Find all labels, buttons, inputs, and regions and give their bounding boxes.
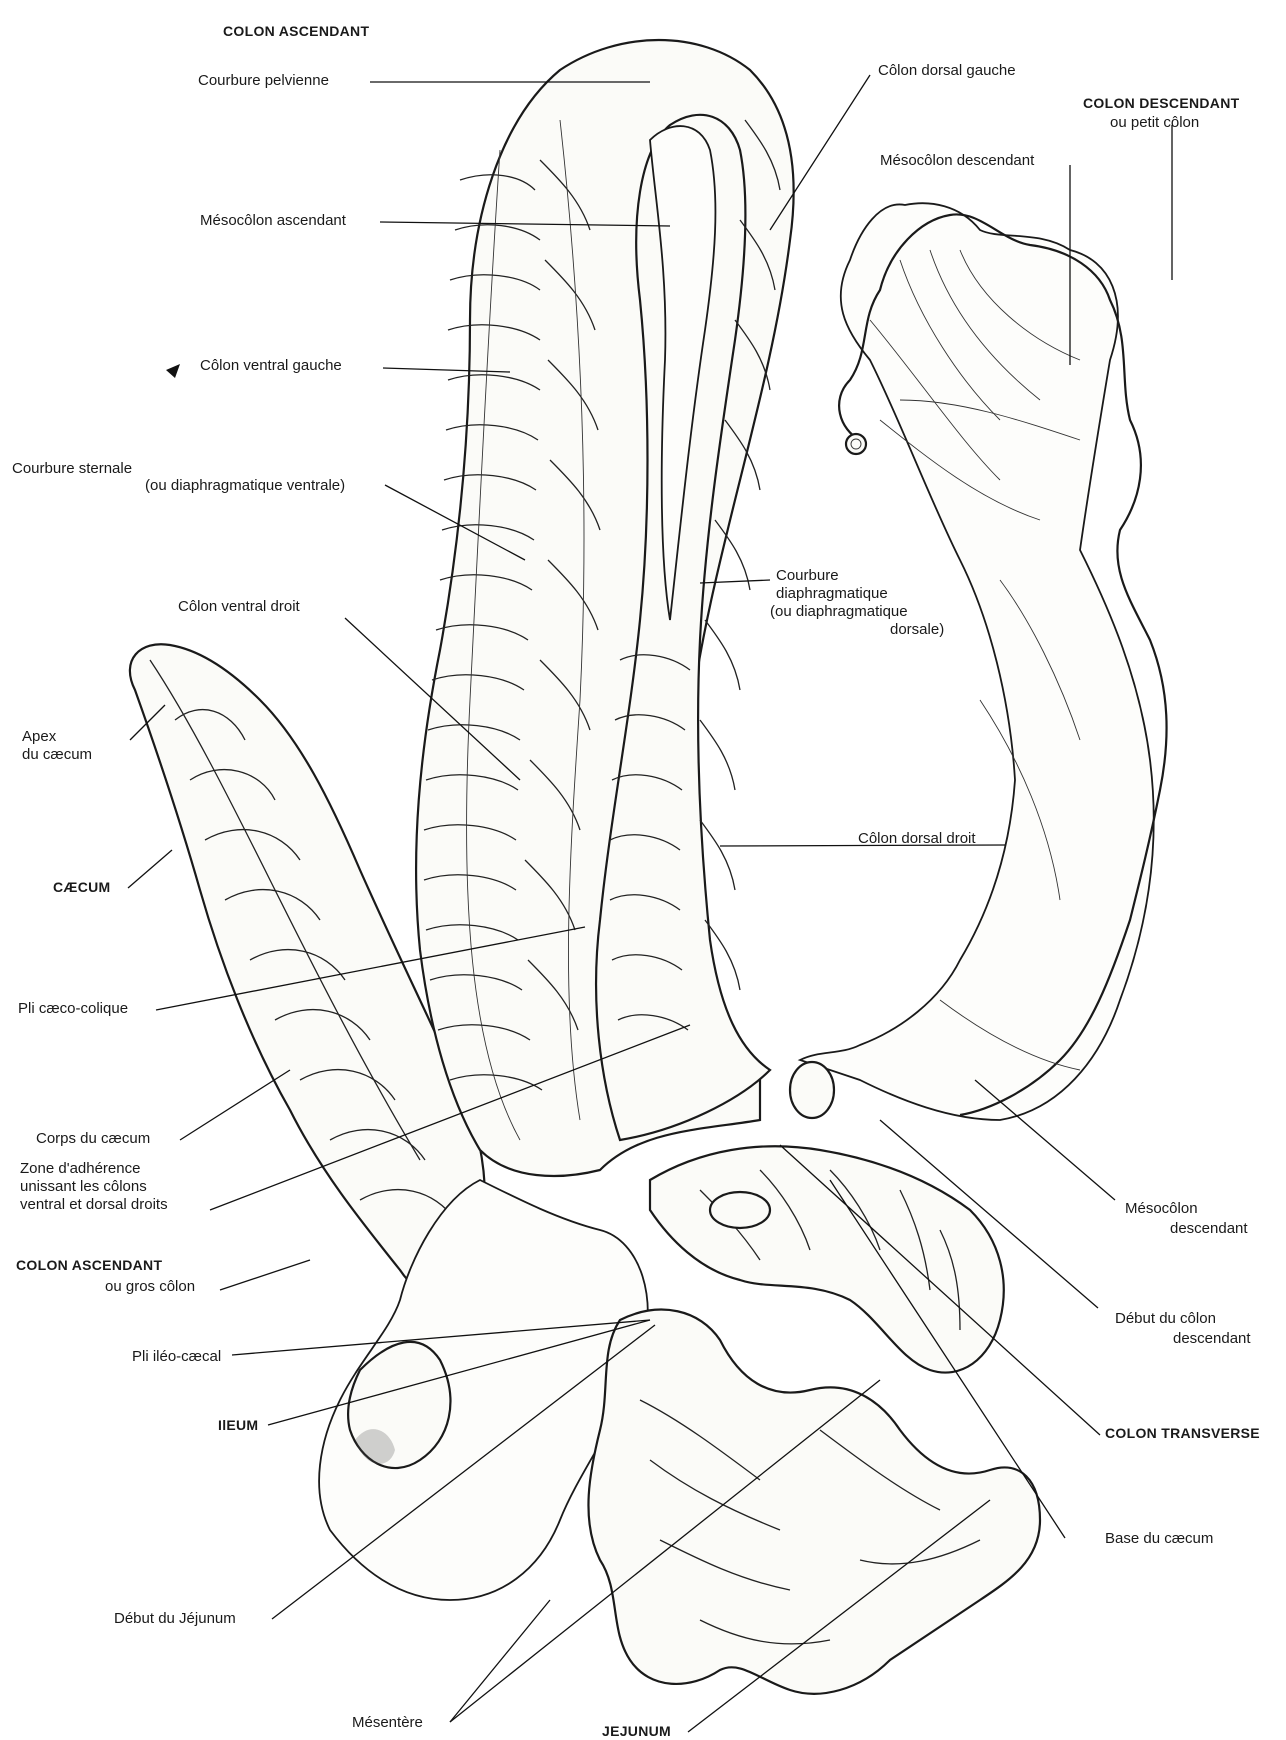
label-debut-colon-desc-2: descendant — [1173, 1330, 1251, 1348]
label-mesocolon-descendant-bottom-1: Mésocôlon — [1125, 1200, 1198, 1218]
label-ileum: IlEUM — [218, 1416, 258, 1434]
label-ou-gros-colon: ou gros côlon — [105, 1278, 195, 1296]
label-courbure-diaphragmatique-3: (ou diaphragmatique — [770, 603, 908, 621]
label-pli-caeco-colique: Pli cæco-colique — [18, 1000, 128, 1018]
label-base-du-caecum: Base du cæcum — [1105, 1530, 1213, 1548]
label-apex-2: du cæcum — [22, 746, 92, 764]
label-debut-colon-desc-1: Début du côlon — [1115, 1310, 1216, 1328]
label-courbure-diaphragmatique-1: Courbure — [776, 567, 839, 585]
label-mesocolon-ascendant: Mésocôlon ascendant — [200, 212, 346, 230]
label-colon-ascendant-bottom: COLON ASCENDANT — [16, 1256, 162, 1274]
label-colon-descendant: COLON DESCENDANT — [1083, 94, 1239, 112]
label-caecum: CÆCUM — [53, 878, 111, 896]
label-zone-1: Zone d'adhérence — [20, 1160, 140, 1178]
label-corps-du-caecum: Corps du cæcum — [36, 1130, 150, 1148]
label-courbure-sternale: Courbure sternale — [12, 460, 132, 478]
jejunum-loops — [588, 1310, 1040, 1694]
label-pli-ileo-caecal: Pli iléo-cæcal — [132, 1348, 221, 1366]
label-colon-dorsal-gauche: Côlon dorsal gauche — [878, 62, 1016, 80]
label-ou-petit-colon: ou petit côlon — [1110, 114, 1199, 132]
label-courbure-diaphragmatique-4: dorsale) — [890, 621, 944, 639]
descending-colon-mesentery — [800, 203, 1154, 1120]
label-zone-2: unissant les côlons — [20, 1178, 147, 1196]
label-courbure-diaphragmatique-2: diaphragmatique — [776, 585, 888, 603]
label-courbure-sternale-2: (ou diaphragmatique ventrale) — [145, 477, 345, 495]
label-colon-ascendant-top: COLON ASCENDANT — [223, 22, 369, 40]
label-colon-ventral-gauche: Côlon ventral gauche — [200, 357, 342, 375]
marker-icon — [166, 364, 180, 378]
label-colon-dorsal-droit: Côlon dorsal droit — [858, 830, 976, 848]
label-colon-transverse: COLON TRANSVERSE — [1105, 1424, 1260, 1442]
label-courbure-pelvienne: Courbure pelvienne — [198, 72, 329, 90]
label-debut-du-jejunum: Début du Jéjunum — [114, 1610, 236, 1628]
label-mesentere: Mésentère — [352, 1714, 423, 1732]
label-apex-1: Apex — [22, 728, 56, 746]
label-colon-ventral-droit: Côlon ventral droit — [178, 598, 300, 616]
label-jejunum: JEJUNUM — [602, 1722, 671, 1740]
label-mesocolon-descendant-bottom-2: descendant — [1170, 1220, 1248, 1238]
label-mesocolon-descendant-top: Mésocôlon descendant — [880, 152, 1034, 170]
label-zone-3: ventral et dorsal droits — [20, 1196, 168, 1214]
descending-colon-end — [846, 434, 866, 454]
